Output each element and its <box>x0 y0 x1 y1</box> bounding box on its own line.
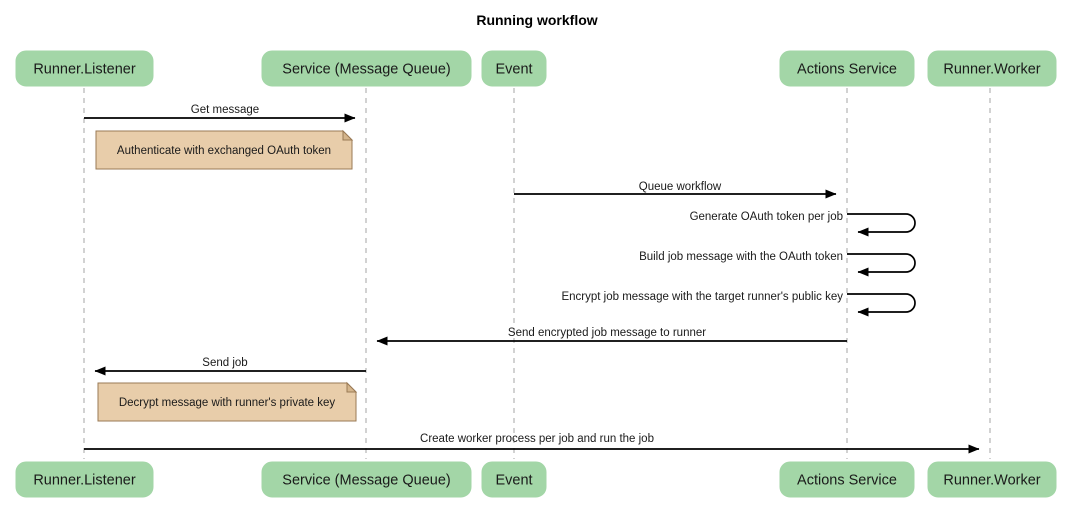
self-loop-path <box>847 213 916 237</box>
participant-box <box>261 50 472 87</box>
message-label: Send encrypted job message to runner <box>508 327 706 339</box>
note-label: Authenticate with exchanged OAuth token <box>117 145 331 157</box>
message-label: Encrypt job message with the target runn… <box>561 291 843 303</box>
participant-label: Event <box>495 472 532 488</box>
participant-label: Service (Message Queue) <box>282 472 450 488</box>
message-create-worker-process[interactable]: Create worker process per job and run th… <box>84 433 980 454</box>
participant-box <box>481 50 547 87</box>
participants-bottom-group: Runner.Listener Service (Message Queue) Ev… <box>15 461 1057 498</box>
participant-runner-listener-bottom[interactable]: Runner.Listener <box>15 461 154 498</box>
participants-top-group: Runner.Listener Service (Message Queue) Ev… <box>15 50 1057 87</box>
participant-actions-service-top[interactable]: Actions Service <box>779 50 915 87</box>
participant-label: Runner.Listener <box>33 472 136 488</box>
participant-event-top[interactable]: Event <box>481 50 547 87</box>
note-fold-corner-icon <box>342 129 354 141</box>
notes-group: Authenticate with exchanged OAuth tokenD… <box>95 129 358 422</box>
participant-label: Actions Service <box>797 61 897 77</box>
lifelines-group <box>83 88 991 459</box>
message-generate-oauth-token[interactable]: Generate OAuth token per job <box>690 211 916 237</box>
message-send-encrypted-job-message[interactable]: Send encrypted job message to runner <box>376 327 847 346</box>
page-title: Running workflow <box>476 12 597 28</box>
participant-label: Runner.Listener <box>33 61 136 77</box>
participant-service-queue-bottom[interactable]: Service (Message Queue) <box>261 461 472 498</box>
participant-label: Runner.Worker <box>943 472 1040 488</box>
participant-box <box>779 461 915 498</box>
self-loop-path <box>847 293 916 317</box>
message-label: Generate OAuth token per job <box>690 211 843 223</box>
message-build-job-message[interactable]: Build job message with the OAuth token <box>639 251 916 277</box>
message-label: Send job <box>202 357 247 369</box>
participant-event-bottom[interactable]: Event <box>481 461 547 498</box>
participant-box <box>927 50 1057 87</box>
participant-runner-listener-top[interactable]: Runner.Listener <box>15 50 154 87</box>
participant-label: Runner.Worker <box>943 61 1040 77</box>
self-loop-path <box>847 253 916 277</box>
participant-box <box>15 461 154 498</box>
participant-box <box>927 461 1057 498</box>
message-label: Get message <box>191 104 259 116</box>
participant-runner-worker-top[interactable]: Runner.Worker <box>927 50 1057 87</box>
message-send-job[interactable]: Send job <box>94 357 366 376</box>
note-authenticate-note: Authenticate with exchanged OAuth token <box>95 129 354 170</box>
message-label: Create worker process per job and run th… <box>420 433 654 445</box>
note-fold-corner-icon <box>346 381 358 393</box>
message-get-message[interactable]: Get message <box>84 104 356 123</box>
message-label: Build job message with the OAuth token <box>639 251 843 263</box>
participant-runner-worker-bottom[interactable]: Runner.Worker <box>927 461 1057 498</box>
note-label: Decrypt message with runner's private ke… <box>119 397 336 409</box>
note-decrypt-note: Decrypt message with runner's private ke… <box>97 381 358 422</box>
participant-box <box>261 461 472 498</box>
participant-box <box>15 50 154 87</box>
participant-box <box>779 50 915 87</box>
message-queue-workflow[interactable]: Queue workflow <box>514 181 837 199</box>
participant-actions-service-bottom[interactable]: Actions Service <box>779 461 915 498</box>
participant-service-queue-top[interactable]: Service (Message Queue) <box>261 50 472 87</box>
note-body <box>95 130 353 170</box>
participant-label: Event <box>495 61 532 77</box>
participant-label: Actions Service <box>797 472 897 488</box>
message-encrypt-job-message[interactable]: Encrypt job message with the target runn… <box>561 291 916 317</box>
participant-label: Service (Message Queue) <box>282 61 450 77</box>
message-label: Queue workflow <box>639 181 722 193</box>
note-body <box>97 382 357 422</box>
participant-box <box>481 461 547 498</box>
